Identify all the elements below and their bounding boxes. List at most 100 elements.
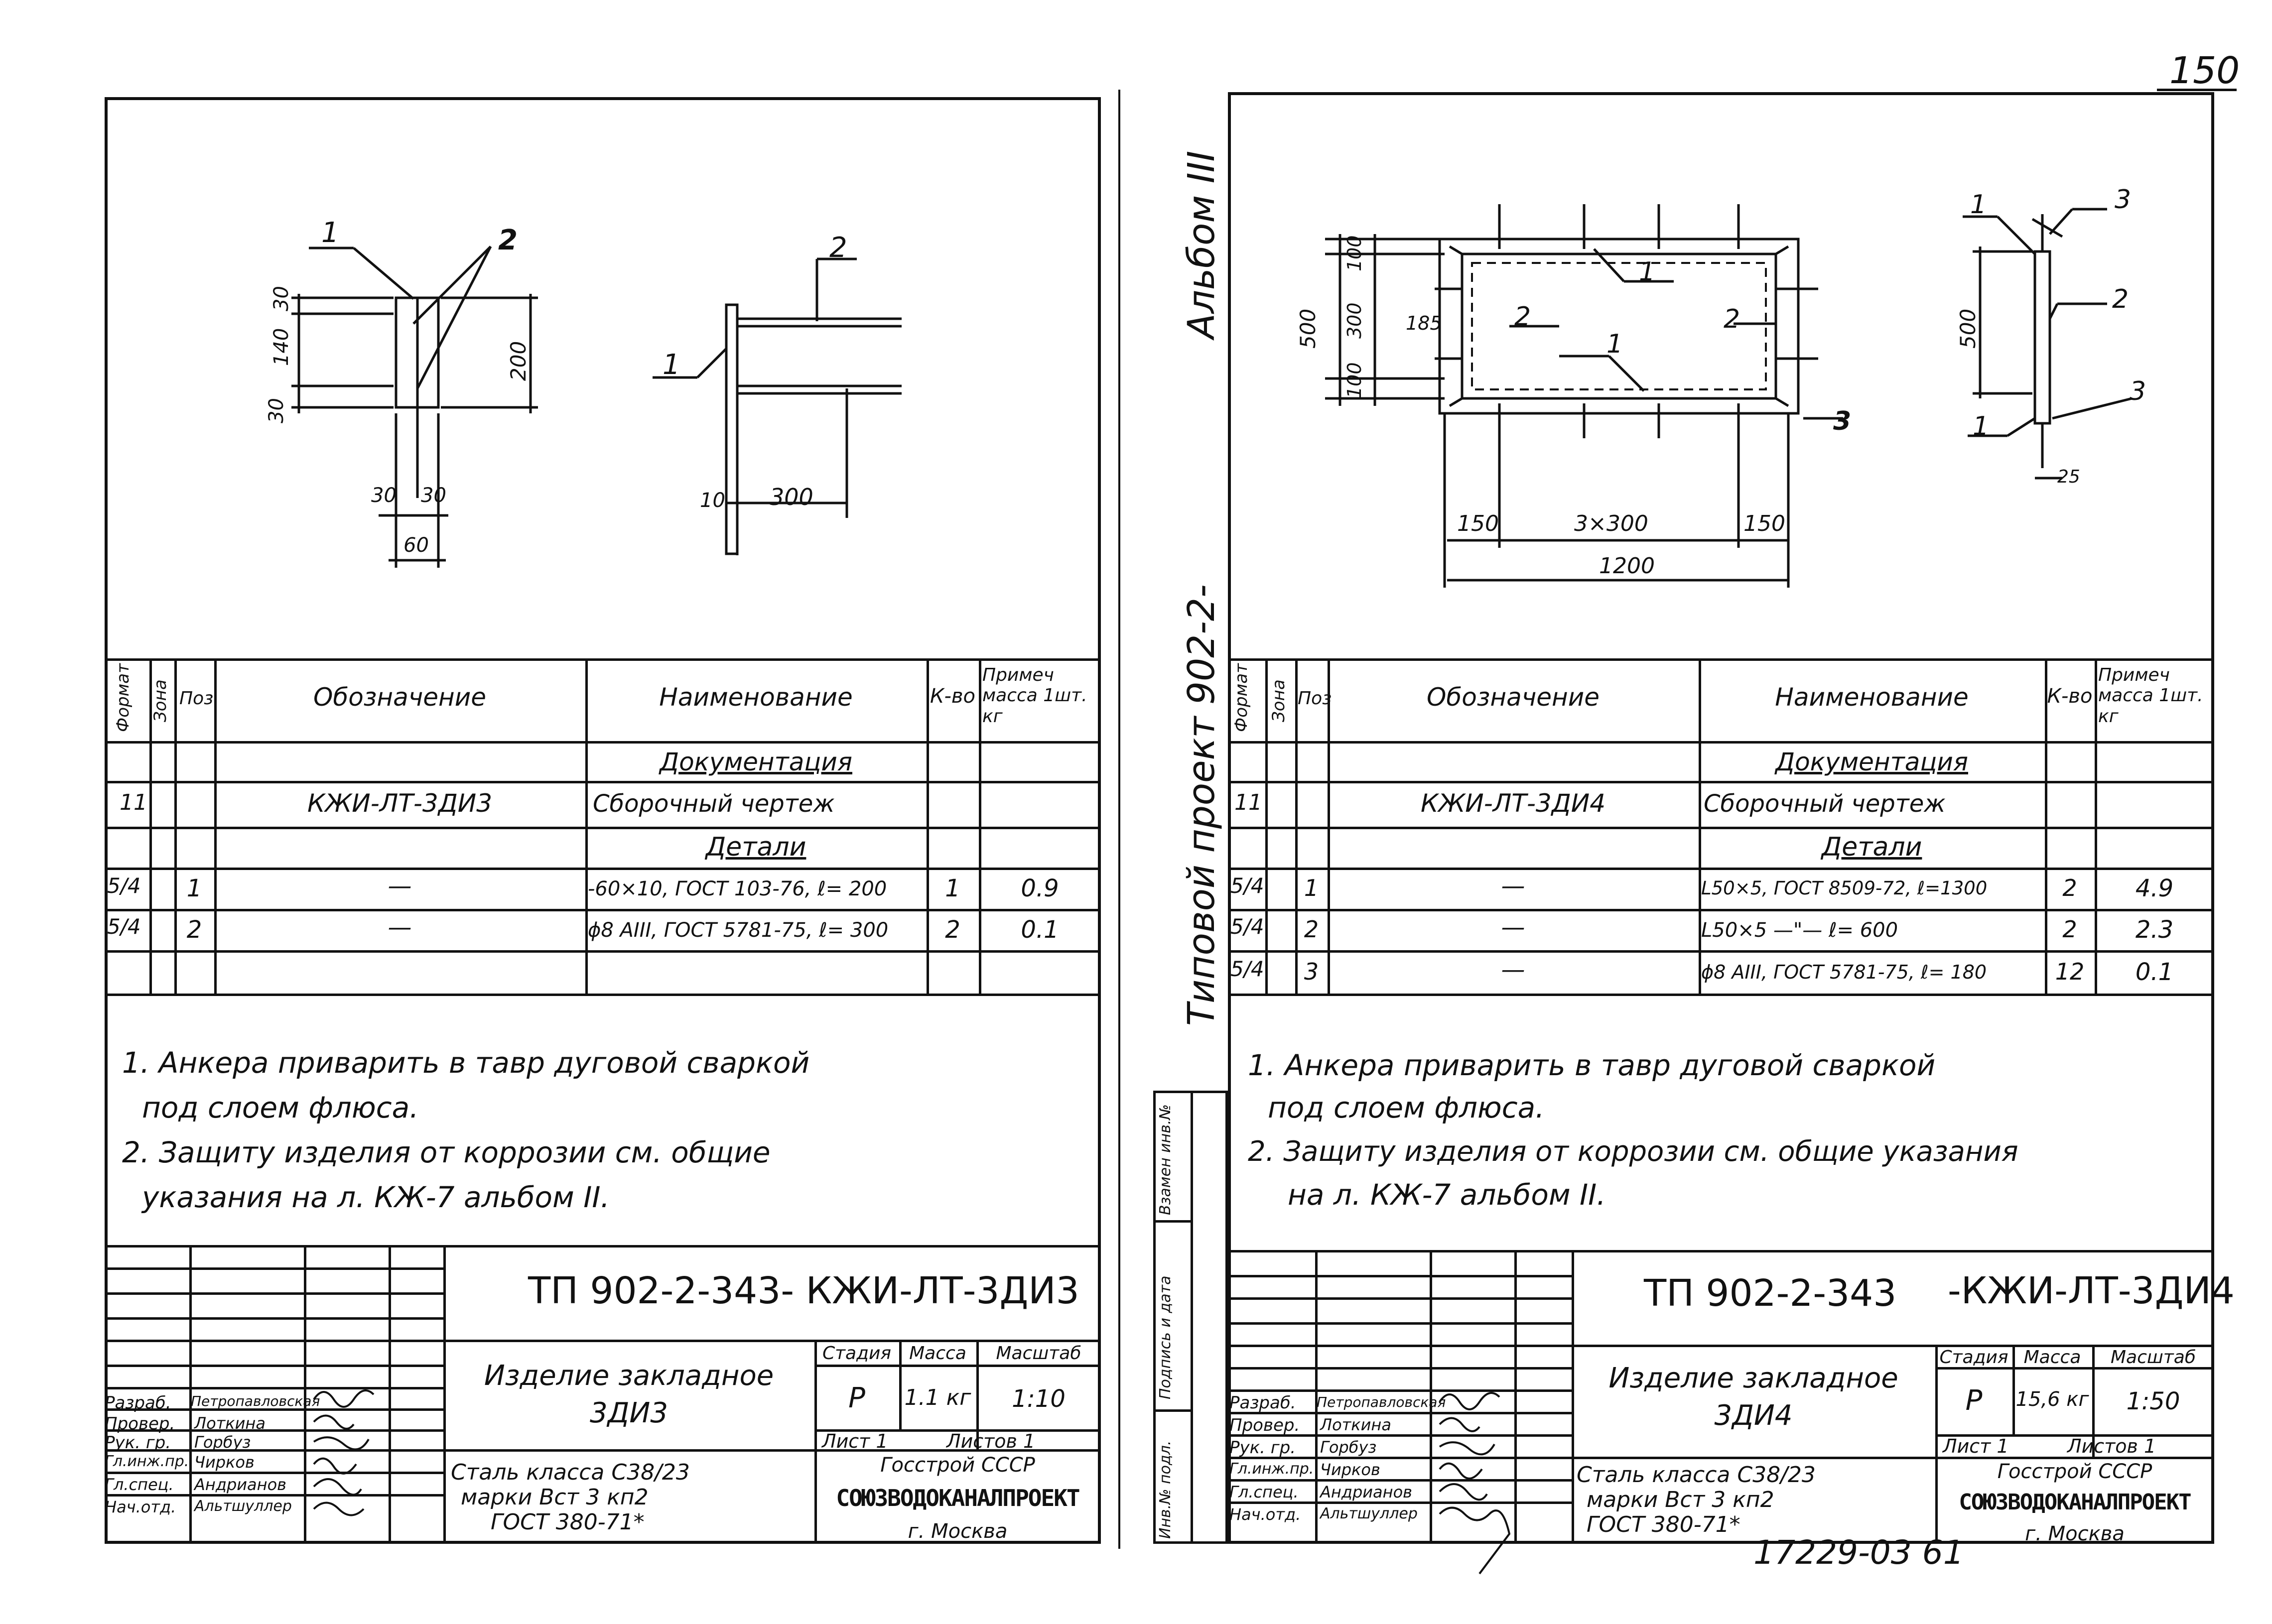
right-row3-name: ϕ8 АIII, ГОСТ 5781-75, ℓ= 180 — [1701, 961, 1987, 983]
right-role-1: Разраб. — [1229, 1393, 1296, 1413]
sheet-number: 150 — [2169, 49, 2240, 92]
left-role-4: Гл.инж.пр. — [105, 1453, 189, 1470]
right-stage: Р — [1965, 1384, 1983, 1417]
left-col-qty: К-во — [930, 685, 975, 708]
left-col-name: Наименование — [659, 683, 853, 712]
right-section-parts: Детали — [1821, 832, 1922, 862]
right-stage-label: Стадия — [1939, 1347, 2008, 1368]
left-stage: Р — [848, 1382, 865, 1414]
right-col-qty: К-во — [2047, 685, 2093, 708]
left-row1-format: 5/4 — [107, 874, 141, 898]
left-material-3: ГОСТ 380-71* — [491, 1509, 645, 1535]
right-row2-format: 5/4 — [1230, 914, 1264, 939]
right-row1-qty: 2 — [2062, 874, 2077, 901]
left-item-name: Изделие закладное — [484, 1360, 774, 1392]
left-name-3: Горбуз — [194, 1433, 251, 1452]
right-row3-pos: 3 — [1304, 958, 1319, 985]
left-callout-1b: 1 — [663, 349, 680, 381]
right-name-1: Петропавловская — [1317, 1394, 1446, 1410]
right-role-4: Гл.инж.пр. — [1229, 1460, 1314, 1478]
left-row1-note: 0.9 — [1021, 874, 1059, 902]
left-row2-designation: — — [388, 913, 412, 941]
right-side-dim-25: 25 — [2057, 467, 2080, 487]
left-dim-60: 60 — [403, 534, 429, 557]
left-row1-qty: 1 — [945, 874, 960, 902]
left-row2-qty: 2 — [945, 916, 960, 944]
sheet-number-underline — [2157, 89, 2237, 91]
left-material-1: Сталь класса С38/23 — [451, 1460, 690, 1485]
left-callout-2: 2 — [498, 224, 518, 256]
left-section-docs: Документация — [660, 748, 852, 776]
right-side-callout-1b: 1 — [1973, 411, 1990, 441]
side-stamp-sign: Подпись и дата — [1157, 1275, 1174, 1400]
left-dim-30b: 30 — [421, 484, 446, 507]
side-album: Альбом III — [1180, 150, 1223, 339]
left-mass-label: Масса — [909, 1343, 966, 1364]
right-item-code: 3ДИ4 — [1714, 1399, 1793, 1432]
left-callout-2b: 2 — [829, 232, 847, 264]
left-row1-designation: — — [388, 872, 412, 900]
side-stamp-divider — [1191, 1091, 1193, 1544]
left-col-format: Формат — [113, 663, 133, 732]
right-sheets: Листов 1 — [2067, 1435, 2156, 1457]
left-role-2: Провер. — [105, 1414, 175, 1434]
left-name-1: Петропавловская — [191, 1393, 320, 1409]
right-name-2: Лоткина — [1320, 1415, 1391, 1434]
left-stage-label: Стадия — [822, 1343, 892, 1364]
left-doc-format: 11 — [120, 790, 147, 815]
right-row3-note: 0.1 — [2135, 958, 2174, 986]
side-stamp-inv: Инв.№ подл. — [1157, 1440, 1174, 1539]
right-col-format: Формат — [1231, 663, 1251, 732]
left-name-4: Чирков — [194, 1453, 255, 1472]
right-city: г. Москва — [2025, 1522, 2125, 1545]
left-row1-pos: 1 — [186, 874, 202, 902]
right-callout-1: 1 — [1639, 257, 1656, 287]
right-scale-label: Масштаб — [2110, 1347, 2196, 1368]
right-col-zone: Зона — [1269, 679, 1289, 722]
right-dim-150b: 150 — [1743, 511, 1785, 536]
right-drawing-code: ТП 902-2-343 — [1644, 1272, 1897, 1315]
right-role-3: Рук. гр. — [1229, 1438, 1296, 1458]
left-dim-30-top: 30 — [270, 286, 293, 311]
left-col-zone: Зона — [150, 679, 170, 722]
right-row1-note: 4.9 — [2135, 874, 2174, 902]
left-row1-name: -60×10, ГОСТ 103-76, ℓ= 200 — [588, 877, 887, 900]
left-row2-pos: 2 — [186, 916, 202, 944]
left-item-code: 3ДИ3 — [590, 1397, 668, 1429]
right-sheet-frame — [1228, 92, 2214, 1544]
right-role-2: Провер. — [1229, 1415, 1300, 1435]
right-doc-format: 11 — [1234, 790, 1262, 815]
left-dim-30a: 30 — [371, 484, 397, 507]
right-row3-format: 5/4 — [1230, 957, 1264, 981]
right-item-name: Изделие закладное — [1608, 1362, 1898, 1394]
left-note-2b: указания на л. КЖ-7 альбом II. — [142, 1180, 610, 1214]
right-row2-name: L50×5 —"— ℓ= 600 — [1701, 919, 1898, 942]
right-side-callout-3: 3 — [2115, 185, 2132, 215]
right-callout-2b: 2 — [1724, 304, 1740, 334]
right-note-1: 1. Анкера приварить в тавр дуговой сварк… — [1248, 1048, 1936, 1082]
left-scale: 1:10 — [1012, 1385, 1066, 1413]
side-stamp-sep1 — [1153, 1220, 1191, 1223]
side-project-title: Типовой проект 902-2- — [1180, 584, 1223, 1026]
right-note-1b: под слоем флюса. — [1268, 1091, 1545, 1124]
right-section-docs: Документация — [1775, 748, 1968, 776]
right-col-designation: Обозначение — [1427, 683, 1600, 712]
right-mass: 15,6 кг — [2015, 1388, 2089, 1411]
left-dim-300: 300 — [770, 484, 813, 510]
right-role-6: Нач.отд. — [1229, 1505, 1301, 1524]
left-col-designation: Обозначение — [313, 683, 486, 712]
right-dim-3x300: 3×300 — [1574, 511, 1648, 536]
right-doc-name: Сборочный чертеж — [1704, 790, 1946, 818]
left-name-2: Лоткина — [194, 1414, 266, 1433]
right-dim-1200: 1200 — [1599, 553, 1655, 579]
right-row3-qty: 12 — [2055, 958, 2085, 985]
left-row2-name: ϕ8 АIII, ГОСТ 5781-75, ℓ= 300 — [588, 919, 889, 942]
right-row1-designation: — — [1501, 872, 1525, 900]
right-note-2: 2. Защиту изделия от коррозии см. общие … — [1248, 1135, 2018, 1168]
right-drawing-code-suffix: -КЖИ-ЛТ-3ДИ4 — [1948, 1269, 2235, 1312]
left-dim-30-bottom: 30 — [265, 398, 288, 423]
left-drawing-code: ТП 902-2-343- КЖИ-ЛТ-3ДИ3 — [528, 1269, 1079, 1312]
left-col-note: Примеч масса 1шт. кг — [982, 665, 1087, 727]
right-dim-300: 300 — [1343, 302, 1365, 339]
right-scale: 1:50 — [2126, 1387, 2180, 1415]
